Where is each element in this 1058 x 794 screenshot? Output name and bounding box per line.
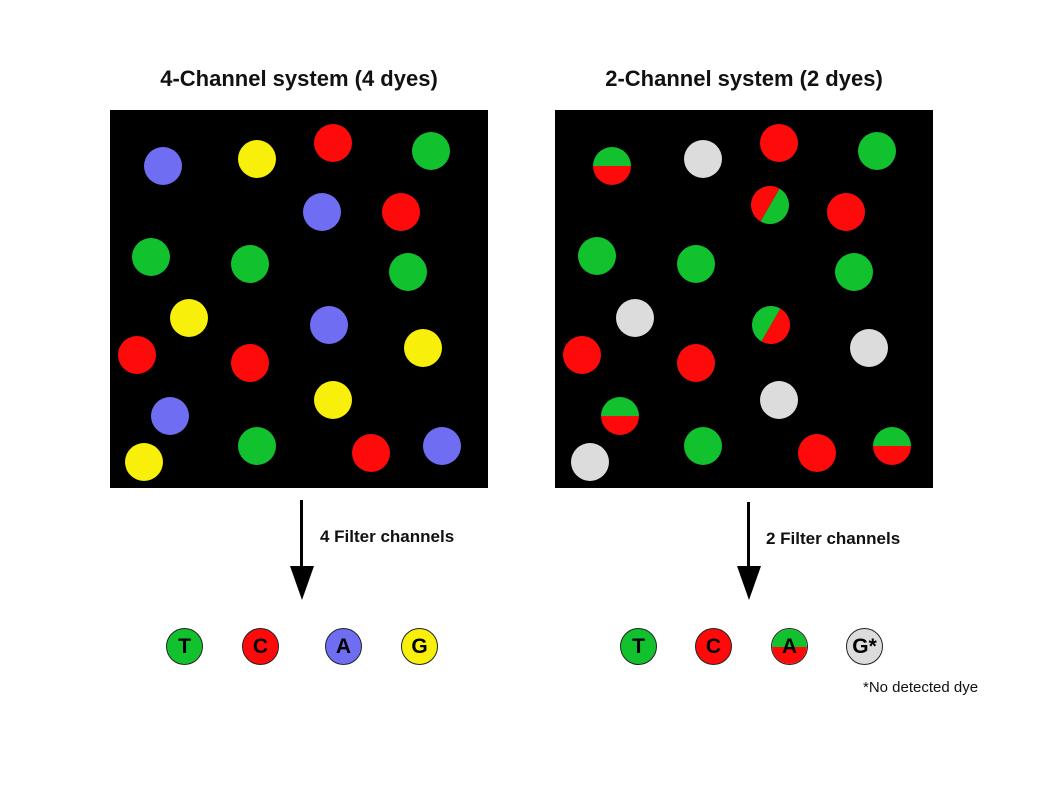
- green-cluster-dot: [677, 245, 715, 283]
- grey-cluster-dot: [571, 443, 609, 481]
- base-A-circle: A: [325, 628, 362, 665]
- yellow-cluster-dot: [404, 329, 442, 367]
- blue-cluster-dot: [303, 193, 341, 231]
- green-cluster-dot: [389, 253, 427, 291]
- yellow-cluster-dot: [238, 140, 276, 178]
- red-cluster-dot: [760, 124, 798, 162]
- left-panel-title: 4-Channel system (4 dyes): [160, 66, 438, 91]
- base-T-circle: T: [620, 628, 657, 665]
- red-cluster-dot: [798, 434, 836, 472]
- two-color-cluster-dot: [593, 147, 631, 185]
- red-cluster-dot: [563, 336, 601, 374]
- two-color-cluster-dot: [873, 427, 911, 465]
- grey-cluster-dot: [684, 140, 722, 178]
- two-color-cluster-dot: [745, 299, 797, 351]
- right-arrow-label: 2 Filter channels: [766, 529, 901, 548]
- base-letter: T: [632, 635, 645, 658]
- blue-cluster-dot: [151, 397, 189, 435]
- grey-cluster-dot: [616, 299, 654, 337]
- yellow-cluster-dot: [314, 381, 352, 419]
- grey-cluster-dot: [850, 329, 888, 367]
- green-cluster-dot: [231, 245, 269, 283]
- base-letter: G: [411, 635, 428, 658]
- base-A-circle: A: [771, 628, 808, 665]
- left-arrow-shaft: [300, 500, 303, 570]
- base-C-circle: C: [242, 628, 279, 665]
- green-cluster-dot: [578, 237, 616, 275]
- base-letter: T: [178, 635, 191, 658]
- base-C-circle: C: [695, 628, 732, 665]
- footnote: *No detected dye: [863, 679, 979, 696]
- two-color-cluster-dot: [601, 397, 639, 435]
- left-arrow-label: 4 Filter channels: [320, 527, 455, 546]
- base-letter: C: [705, 635, 722, 658]
- red-cluster-dot: [118, 336, 156, 374]
- blue-cluster-dot: [144, 147, 182, 185]
- grey-cluster-dot: [760, 381, 798, 419]
- blue-cluster-dot: [423, 427, 461, 465]
- yellow-cluster-dot: [170, 299, 208, 337]
- green-cluster-dot: [412, 132, 450, 170]
- right-panel-title: 2-Channel system (2 dyes): [605, 66, 883, 91]
- right-arrow-head: [737, 566, 761, 600]
- left-arrow-head: [290, 566, 314, 600]
- red-cluster-dot: [352, 434, 390, 472]
- two-channel-cluster-panel: [555, 110, 933, 488]
- base-G-star-circle: G*: [846, 628, 883, 665]
- right-arrow-shaft: [747, 502, 750, 570]
- green-cluster-dot: [238, 427, 276, 465]
- blue-cluster-dot: [310, 306, 348, 344]
- red-cluster-dot: [231, 344, 269, 382]
- red-cluster-dot: [677, 344, 715, 382]
- red-cluster-dot: [827, 193, 865, 231]
- red-cluster-dot: [382, 193, 420, 231]
- base-G-circle: G: [401, 628, 438, 665]
- base-letter: A: [335, 635, 352, 658]
- green-cluster-dot: [858, 132, 896, 170]
- base-letter: G*: [852, 635, 877, 658]
- green-cluster-dot: [132, 238, 170, 276]
- base-letter: A: [781, 635, 798, 658]
- two-color-cluster-dot: [744, 179, 796, 231]
- base-letter: C: [252, 635, 269, 658]
- green-cluster-dot: [835, 253, 873, 291]
- four-channel-cluster-panel: [110, 110, 488, 488]
- green-cluster-dot: [684, 427, 722, 465]
- red-cluster-dot: [314, 124, 352, 162]
- base-T-circle: T: [166, 628, 203, 665]
- yellow-cluster-dot: [125, 443, 163, 481]
